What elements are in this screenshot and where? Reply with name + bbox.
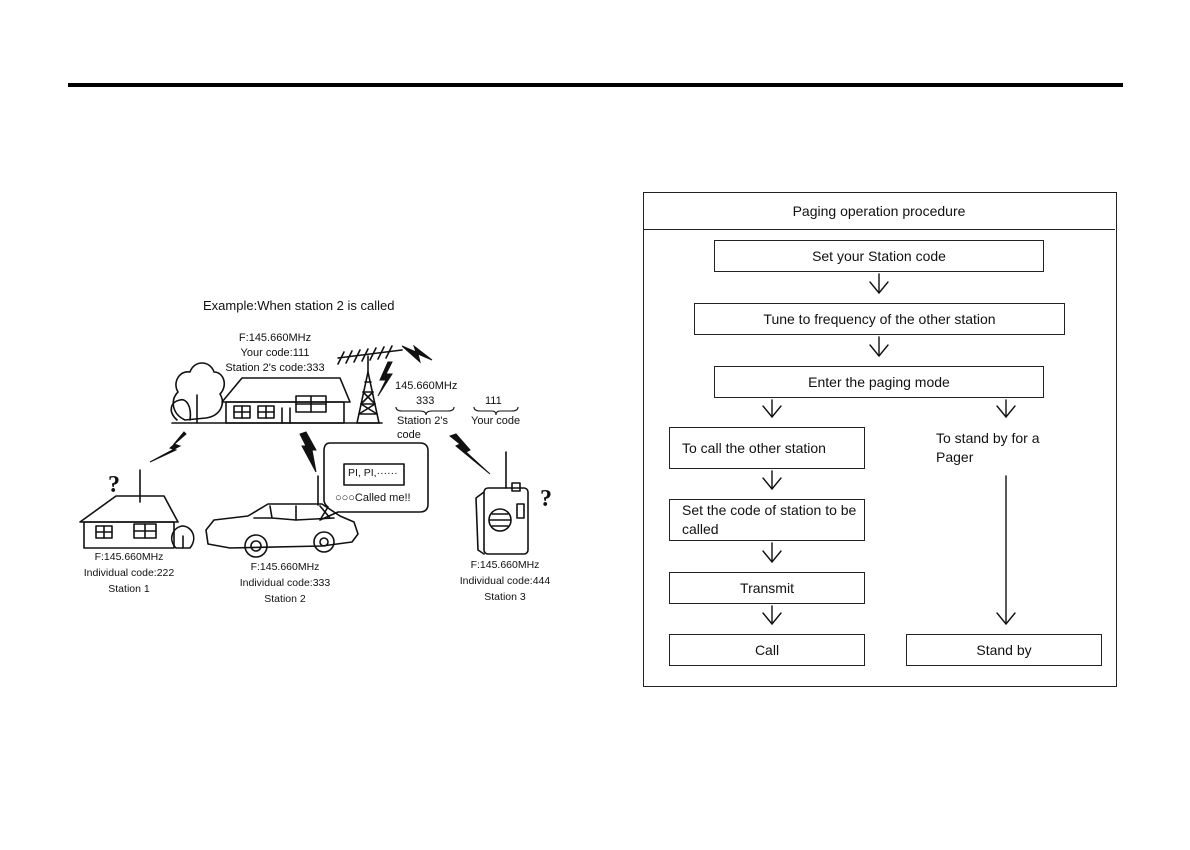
question-mark-station1: ? — [108, 472, 120, 498]
station3-code: Individual code:444 — [459, 575, 551, 587]
step-stand-by-for-pager: To stand by for a Pager — [936, 430, 1040, 465]
station2-code: Individual code:333 — [239, 577, 331, 589]
step-tune-frequency: Tune to frequency of the other station — [694, 303, 1065, 335]
handheld-radio-icon — [475, 451, 529, 555]
caller-station2-code: Station 2's code:333 — [225, 362, 325, 374]
signal-frequency: 145.660MHz — [395, 380, 458, 392]
station2-frequency: F:145.660MHz — [250, 561, 320, 573]
example-title: Example:When station 2 is called — [203, 298, 395, 313]
pager-display — [343, 463, 405, 486]
antenna-tower-icon — [337, 345, 403, 424]
step-call: Call — [669, 634, 865, 666]
signal-station2-label: Station 2's — [397, 415, 449, 427]
flowchart-title: Paging operation procedure — [643, 192, 1115, 230]
step-set-station-code: Set your Station code — [714, 240, 1044, 272]
tree-icon — [170, 362, 226, 424]
paging-illustration — [79, 344, 529, 558]
station2-name: Station 2 — [264, 593, 306, 605]
station1-frequency: F:145.660MHz — [94, 551, 164, 563]
flowchart-frame — [643, 192, 1117, 687]
station3-frequency: F:145.660MHz — [470, 559, 540, 571]
speech-bubble — [319, 442, 429, 521]
top-rule — [68, 83, 1123, 87]
station1-house-icon — [79, 469, 195, 549]
caller-frequency: F:145.660MHz — [238, 332, 312, 344]
signal-code-word: code — [397, 429, 421, 441]
lightning-bolts — [149, 344, 491, 475]
speech-text: ○○○Called me!! — [335, 492, 411, 504]
step-set-called-code: Set the code of station to be called — [669, 499, 865, 541]
signal-code-333: 333 — [416, 395, 435, 407]
step-transmit: Transmit — [669, 572, 865, 604]
step-stand-by: Stand by — [906, 634, 1102, 666]
house-icon — [221, 377, 351, 424]
caller-your-code: Your code:111 — [240, 347, 310, 359]
brace-111 — [473, 406, 519, 416]
signal-your-code: Your code — [471, 415, 521, 427]
station3-name: Station 3 — [484, 591, 526, 603]
signal-code-111: 111 — [485, 395, 502, 407]
step-call-other-station: To call the other station — [669, 427, 865, 469]
station1-name: Station 1 — [108, 583, 150, 595]
station1-code: Individual code:222 — [83, 567, 175, 579]
pager-display-text: PI, PI,······ — [348, 467, 398, 479]
question-mark-station3: ? — [540, 486, 552, 512]
brace-333 — [395, 406, 455, 416]
step-enter-paging-mode: Enter the paging mode — [714, 366, 1044, 398]
car-icon — [205, 475, 359, 558]
